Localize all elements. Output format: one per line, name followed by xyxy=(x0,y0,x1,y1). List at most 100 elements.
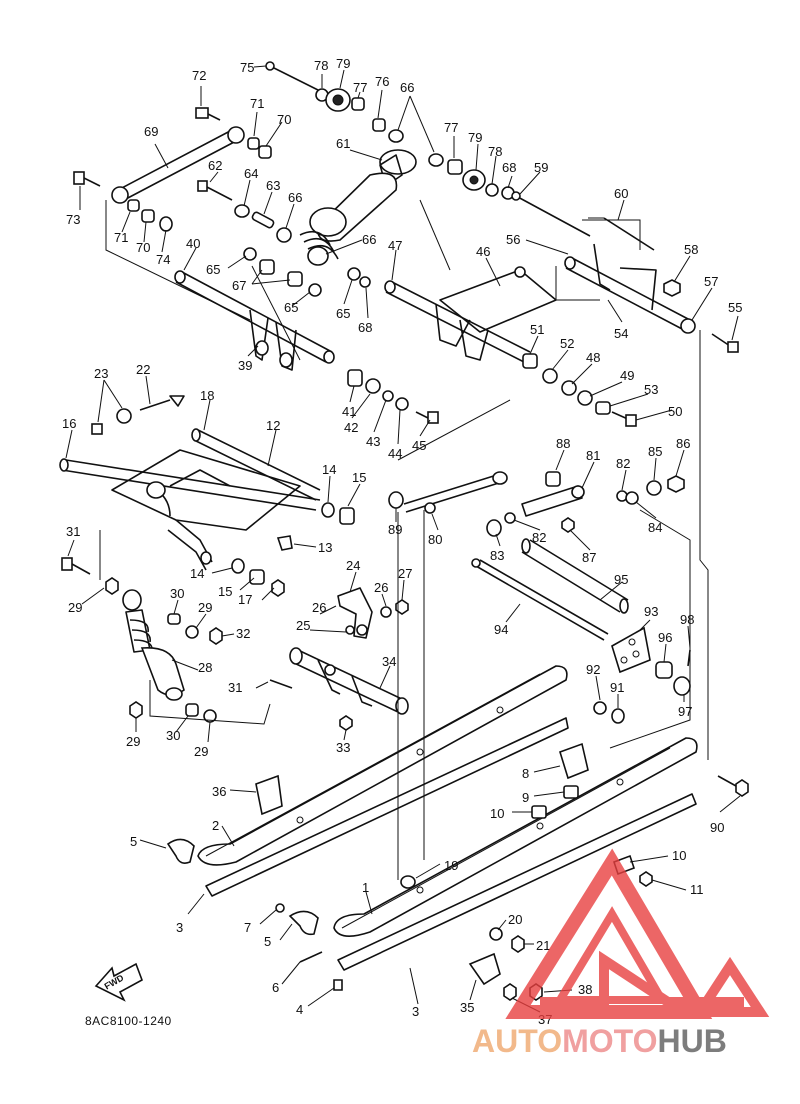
callout-c90: 90 xyxy=(710,820,724,835)
callout-c43: 43 xyxy=(366,434,380,449)
callout-c98: 98 xyxy=(680,612,694,627)
callout-c31a: 31 xyxy=(66,524,80,539)
callout-c31b: 31 xyxy=(228,680,242,695)
callout-c65a: 65 xyxy=(206,262,220,277)
callout-c48: 48 xyxy=(586,350,600,365)
callout-c88: 88 xyxy=(556,436,570,451)
watermark-part-hub: HUB xyxy=(657,1023,726,1059)
callout-c7: 7 xyxy=(244,920,251,935)
callout-c10b: 10 xyxy=(672,848,686,863)
callout-c14b: 14 xyxy=(190,566,204,581)
callout-c57: 57 xyxy=(704,274,718,289)
callout-c75: 75 xyxy=(240,60,254,75)
callout-c91: 91 xyxy=(610,680,624,695)
callout-c58: 58 xyxy=(684,242,698,257)
watermark-text: AUTOMOTOHUB xyxy=(472,1023,727,1059)
callout-c74: 74 xyxy=(156,252,170,267)
callout-c5b: 5 xyxy=(264,934,271,949)
callout-c89: 89 xyxy=(388,522,402,537)
watermark-part-moto: MOTO xyxy=(562,1023,657,1059)
callout-c19: 19 xyxy=(444,858,458,873)
callout-c79a: 79 xyxy=(336,56,350,71)
callout-c38: 38 xyxy=(578,982,592,997)
callout-c66a: 66 xyxy=(400,80,414,95)
callout-c21: 21 xyxy=(536,938,550,953)
callout-c92: 92 xyxy=(586,662,600,677)
callout-c4: 4 xyxy=(296,1002,303,1017)
callout-c52: 52 xyxy=(560,336,574,351)
upper-parts xyxy=(73,61,444,243)
callout-c46: 46 xyxy=(476,244,490,259)
callout-c78b: 78 xyxy=(488,144,502,159)
callout-c30a: 30 xyxy=(170,586,184,601)
callout-c71b: 71 xyxy=(114,230,128,245)
callout-c29d: 29 xyxy=(194,744,208,759)
rear-arm-12 xyxy=(59,428,355,571)
callout-c2: 2 xyxy=(212,818,219,833)
callout-c73: 73 xyxy=(66,212,80,227)
callout-c79b: 79 xyxy=(468,130,482,145)
callout-c64: 64 xyxy=(244,166,258,181)
watermark: AUTOMOTOHUB xyxy=(472,848,770,1059)
callout-c80: 80 xyxy=(428,532,442,547)
callout-c16: 16 xyxy=(62,416,76,431)
front-shock-28 xyxy=(105,577,223,723)
callout-c10a: 10 xyxy=(490,806,504,821)
front-arm-34 xyxy=(61,557,409,731)
callout-c18: 18 xyxy=(200,388,214,403)
callout-c44: 44 xyxy=(388,446,402,461)
callout-c1: 1 xyxy=(362,880,369,895)
callout-c72: 72 xyxy=(192,68,206,83)
callout-c51: 51 xyxy=(530,322,544,337)
callout-c26b: 26 xyxy=(312,600,326,615)
callout-c49: 49 xyxy=(620,368,634,383)
callout-c8: 8 xyxy=(522,766,529,781)
callout-c85: 85 xyxy=(648,444,662,459)
callout-c42: 42 xyxy=(344,420,358,435)
callout-c78a: 78 xyxy=(314,58,328,73)
callout-c6: 6 xyxy=(272,980,279,995)
callout-c70b: 70 xyxy=(136,240,150,255)
fwd-arrow: FWD xyxy=(94,962,143,1002)
callout-c40: 40 xyxy=(186,236,200,251)
callout-c62: 62 xyxy=(208,158,222,173)
callout-c81: 81 xyxy=(586,448,600,463)
callout-c71a: 71 xyxy=(250,96,264,111)
callout-c35: 35 xyxy=(460,1000,474,1015)
callout-c45: 45 xyxy=(412,438,426,453)
callout-c63: 63 xyxy=(266,178,280,193)
callout-c82b: 82 xyxy=(532,530,546,545)
callout-c30b: 30 xyxy=(166,728,180,743)
callout-c29c: 29 xyxy=(126,734,140,749)
callout-c47: 47 xyxy=(388,238,402,253)
callout-c20: 20 xyxy=(508,912,522,927)
drawing-code: 8AC8100-1240 xyxy=(85,1014,172,1028)
left-center-pieces xyxy=(91,369,439,435)
callout-c29a: 29 xyxy=(68,600,82,615)
watermark-part-auto: AUTO xyxy=(472,1023,562,1059)
callout-c29b: 29 xyxy=(198,600,212,615)
callout-c32: 32 xyxy=(236,626,250,641)
callout-c56: 56 xyxy=(506,232,520,247)
link-rod-80 xyxy=(388,471,685,537)
callout-c25: 25 xyxy=(296,618,310,633)
callout-c77b: 77 xyxy=(444,120,458,135)
mount-plate-93 xyxy=(593,626,691,724)
callout-c67: 67 xyxy=(232,278,246,293)
callout-c5a: 5 xyxy=(130,834,137,849)
callout-c33: 33 xyxy=(336,740,350,755)
callout-c66c: 66 xyxy=(362,232,376,247)
callout-c34: 34 xyxy=(382,654,396,669)
callout-c77a: 77 xyxy=(353,80,367,95)
callout-c65c: 65 xyxy=(336,306,350,321)
callout-c22: 22 xyxy=(136,362,150,377)
callout-c27: 27 xyxy=(398,566,412,581)
callout-c9: 9 xyxy=(522,790,529,805)
callout-c50: 50 xyxy=(668,404,682,419)
rear-pivot-arm xyxy=(384,217,739,427)
callout-c84: 84 xyxy=(648,520,662,535)
callout-c97: 97 xyxy=(678,704,692,719)
callout-c87: 87 xyxy=(582,550,596,565)
